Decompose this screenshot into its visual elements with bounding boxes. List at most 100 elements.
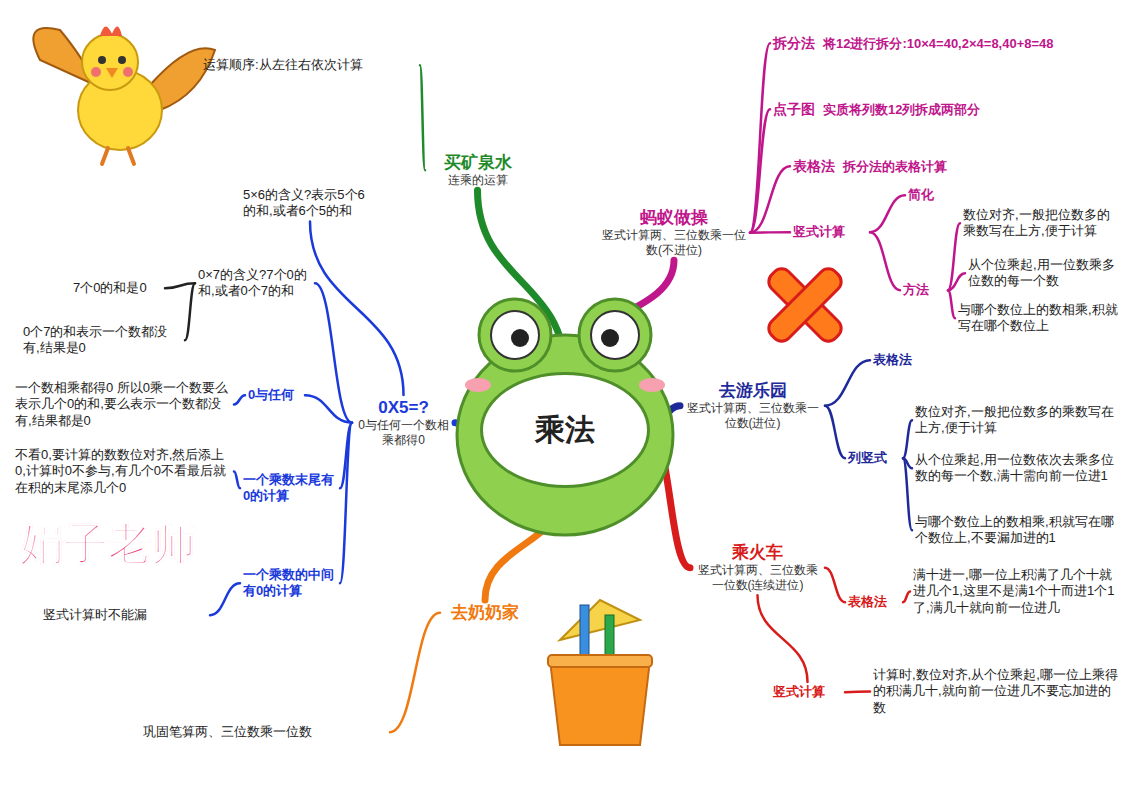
leaf-topic: 不看0,要计算的数数位对齐,然后添上0,计算时0不参与,有几个0不看最后就在积的… (12, 445, 234, 498)
branch-line (948, 290, 955, 318)
leaf-topic: 表格法 (845, 592, 903, 612)
topic-note: 拆分法的表格计算 (843, 159, 947, 175)
branch-topic: 乘火车竖式计算两、三位数乘一位数(连续进位) (690, 540, 825, 595)
leaf-topic: 0与任何 (245, 385, 305, 405)
topic-text: 竖式计算 (773, 684, 842, 700)
branch-line (903, 458, 912, 530)
leaf-topic: 0个7的和表示一个数都没有,结果是0 (20, 322, 185, 359)
topic-text: 方法 (903, 282, 945, 298)
topic-text: 数位对齐,一般把位数多的乘数写在上方,便于计算 (963, 207, 1122, 240)
leaf-topic: 满十进一,哪一位上积满了几个十就进几个1,这里不是满1个十而进1个1了,满几十就… (910, 565, 1125, 618)
branch-topic: 去游乐园竖式计算两、三位数乘一位数(进位) (680, 378, 825, 433)
topic-text: 去游乐园 (683, 380, 822, 401)
topic-text: 7个0的和是0 (73, 280, 162, 296)
branch-line (420, 65, 425, 170)
leaf-topic: 数位对齐,一般把位数多的乘数写在上方,便于计算 (960, 205, 1125, 242)
topic-text: 点子图 (773, 101, 815, 119)
topic-text: 5×6的含义?表示5个6的和,或者6个5的和 (243, 187, 377, 220)
leaf-topic: 运算顺序:从左往右依次计算 (200, 55, 420, 75)
topic-note: 实质将列数12列拆成两部分 (823, 102, 980, 118)
leaf-topic: 一个数相乘都得0 所以0乘一个数要么表示几个0的和,要么表示一个数都没有,结果都… (12, 378, 234, 431)
leaf-topic: 方法 (900, 280, 948, 300)
branch-line (758, 595, 808, 682)
branch-line (340, 423, 352, 584)
topic-note: 竖式计算两、三位数乘一位数(连续进位) (693, 563, 822, 593)
branch-line (870, 195, 905, 232)
leaf-topic: 一个乘数末尾有0的计算 (240, 470, 340, 507)
leaf-topic: 竖式计算 (790, 222, 870, 242)
bird-illustration (33, 26, 215, 164)
topic-note: 0与任何一个数相乘都得0 (355, 418, 452, 448)
topic-text: 乘法 (535, 411, 595, 449)
branch-line (948, 273, 965, 290)
branch-line (750, 109, 770, 232)
leaf-topic: 简化 (905, 185, 955, 205)
branch-line (903, 420, 912, 458)
branch-topic: 去奶奶家 (440, 600, 530, 625)
leaf-topic: 巩固笔算两、三位数乘一位数 (140, 722, 390, 742)
branch-line (825, 360, 870, 406)
branch-line (845, 690, 870, 693)
topic-text: 运算顺序:从左往右依次计算 (203, 57, 417, 73)
topic-text: 表格法 (793, 158, 835, 176)
branch-topic: 蚂蚁做操竖式计算两、三位数乘一位数(不进位) (598, 205, 750, 260)
leaf-topic: 7个0的和是0 (70, 278, 165, 298)
topic-text: 0个7的和表示一个数都没有,结果是0 (23, 324, 182, 357)
branch-line (185, 283, 195, 340)
topic-text: 列竖式 (848, 450, 900, 466)
topic-text: 与哪个数位上的数相乘,积就写在哪个数位上,不要漏加进的1 (915, 514, 1121, 547)
leaf-topic: 5×6的含义?表示5个6的和,或者6个5的和 (240, 185, 380, 222)
branch-line (825, 406, 845, 459)
topic-text: 简化 (908, 187, 952, 203)
leaf-topic: 点子图实质将列数12列拆成两部分 (770, 98, 1070, 121)
leaf-topic: 与哪个数位上的数相乘,积就写在哪个数位上,不要漏加进的1 (912, 512, 1124, 549)
topic-text: 蚂蚁做操 (601, 207, 747, 228)
leaf-topic: 从个位乘起,用一位数乘多位数的每一个数 (965, 255, 1120, 292)
topic-text: 竖式计算时不能漏 (43, 607, 207, 623)
branch-topic: 0X5=?0与任何一个数相乘都得0 (352, 395, 455, 450)
topic-text: 一个乘数末尾有0的计算 (243, 472, 337, 505)
topic-text: 不看0,要计算的数数位对齐,然后添上0,计算时0不参与,有几个0不看最后就在积的… (15, 447, 231, 496)
topic-note: 竖式计算两、三位数乘一位数(进位) (683, 401, 822, 431)
branch-line (234, 395, 245, 404)
central-topic: 乘法 (480, 372, 650, 488)
topic-text: 0与任何 (248, 387, 302, 403)
topic-text: 一个数相乘都得0 所以0乘一个数要么表示几个0的和,要么表示一个数都没有,结果都… (15, 380, 231, 429)
branch-line (903, 591, 910, 602)
leaf-topic: 0×7的含义?7个0的和,或者0个7的和 (195, 265, 315, 302)
watermark: 娟子老师 (20, 518, 196, 571)
topic-note: 连乘的运算 (428, 173, 527, 188)
topic-text: 买矿泉水 (428, 152, 527, 173)
topic-text: 去奶奶家 (443, 602, 527, 623)
branch-line (390, 613, 440, 733)
leaf-topic: 计算时,数位对齐,从个位乘起,哪一位上乘得的积满几十,就向前一位进几不要忘加进的… (870, 665, 1125, 718)
branch-line (750, 43, 770, 232)
topic-note: 将12进行拆分:10×4=40,2×4=8,40+8=48 (823, 36, 1054, 52)
topic-text: 与哪个数位上的数相乘,积就写在哪个数位上 (958, 302, 1122, 335)
branch-line (750, 166, 790, 232)
topic-text: 表格法 (873, 352, 927, 368)
topic-text: 竖式计算 (793, 224, 867, 240)
topic-text: 一个乘数的中间有0的计算 (243, 567, 337, 600)
topic-note: 竖式计算两、三位数乘一位数(不进位) (601, 228, 747, 258)
leaf-topic: 竖式计算时不能漏 (40, 605, 210, 625)
branch-topic: 买矿泉水连乘的运算 (425, 150, 530, 190)
branch-line (305, 395, 352, 423)
leaf-topic: 竖式计算 (770, 682, 845, 702)
topic-text: 数位对齐,一般把位数多的乘数写在上方,便于计算 (915, 404, 1121, 437)
leaf-topic: 从个位乘起,用一位数依次去乘多位数的每一个数,满十需向前一位进1 (912, 450, 1124, 487)
topic-text: 0X5=? (355, 397, 452, 418)
topic-text: 拆分法 (773, 35, 815, 53)
branch-line (825, 568, 845, 603)
leaf-topic: 数位对齐,一般把位数多的乘数写在上方,便于计算 (912, 402, 1124, 439)
topic-text: 从个位乘起,用一位数乘多位数的每一个数 (968, 257, 1117, 290)
leaf-topic: 表格法拆分法的表格计算 (790, 155, 1050, 178)
leaf-topic: 一个乘数的中间有0的计算 (240, 565, 340, 602)
branch-line (210, 583, 240, 615)
leaf-topic: 表格法 (870, 350, 930, 370)
topic-text: 乘火车 (693, 542, 822, 563)
leaf-topic: 拆分法将12进行拆分:10×4=40,2×4=8,40+8=48 (770, 32, 1120, 55)
branch-line (234, 471, 240, 488)
topic-text: 巩固笔算两、三位数乘一位数 (143, 724, 387, 740)
leaf-topic: 列竖式 (845, 448, 903, 468)
